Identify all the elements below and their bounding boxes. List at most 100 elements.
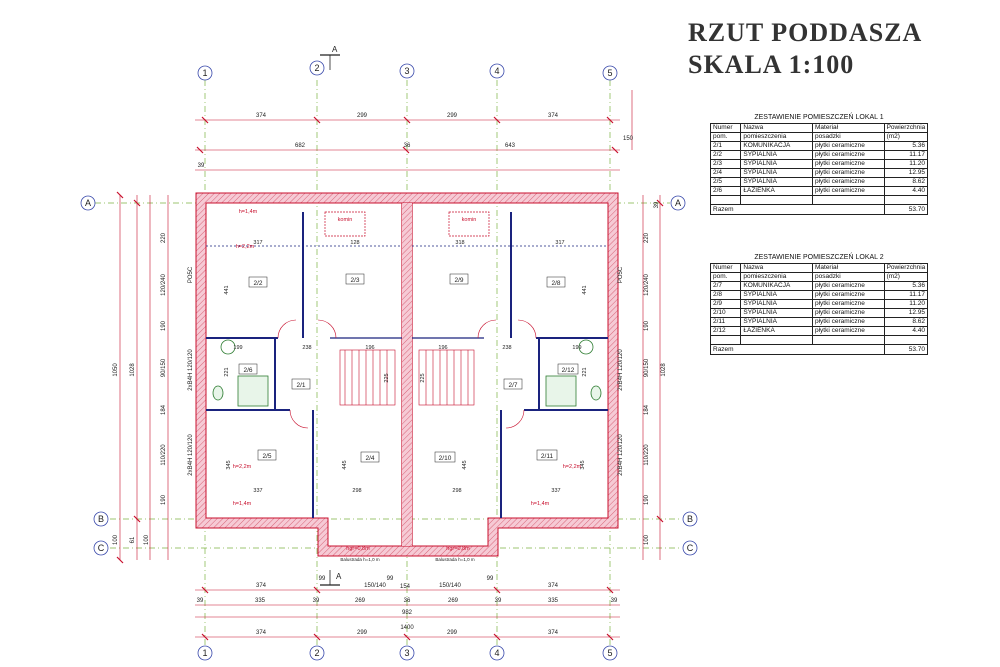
svg-text:39: 39 — [313, 598, 320, 604]
svg-text:221: 221 — [582, 367, 588, 376]
axis-row-c-left: C — [93, 540, 109, 556]
room-tag-2-3: 2/3 — [345, 273, 365, 285]
svg-text:337: 337 — [551, 488, 560, 494]
svg-text:2/10: 2/10 — [439, 455, 452, 462]
svg-text:317: 317 — [253, 240, 262, 246]
drawing-scale: SKALA 1:100 — [688, 50, 855, 79]
svg-text:2/12: 2/12 — [562, 367, 575, 374]
svg-text:Balustrada h=1,0 m: Balustrada h=1,0 m — [435, 557, 474, 562]
svg-text:2: 2 — [314, 63, 319, 73]
axis-col-5-bottom: 5 — [602, 645, 618, 661]
svg-text:190: 190 — [644, 494, 650, 505]
room-tag-2-12: 2/12 — [557, 363, 579, 375]
svg-text:100: 100 — [644, 534, 650, 545]
svg-text:682: 682 — [295, 143, 306, 149]
svg-text:269: 269 — [355, 598, 366, 604]
room-tag-2-7: 2/7 — [503, 378, 523, 390]
svg-text:150/140: 150/140 — [364, 583, 386, 589]
svg-text:99: 99 — [319, 576, 326, 582]
axis-row-b-left: B — [93, 511, 109, 527]
svg-text:199: 199 — [233, 345, 242, 351]
svg-text:komin: komin — [338, 217, 353, 223]
room-tag-2-10: 2/10 — [434, 451, 456, 463]
svg-text:128: 128 — [350, 240, 359, 246]
staircase-left — [339, 349, 396, 406]
schedule-caption: ZESTAWIENIE POMIESZCZEŃ LOKAL 1 — [754, 114, 884, 121]
svg-text:39: 39 — [495, 598, 502, 604]
svg-text:3: 3 — [404, 66, 409, 76]
table-header-row: Numer Nazwa Materiał Powierzchnia — [709, 263, 929, 273]
svg-text:PO5C: PO5C — [618, 266, 624, 283]
svg-text:110/220: 110/220 — [644, 444, 650, 466]
svg-text:2xB4H 120/120: 2xB4H 120/120 — [188, 434, 194, 476]
room-tags: 2/1 2/2 2/3 2/4 2/5 2/6 2/7 2/8 2/9 2/10… — [238, 273, 579, 463]
svg-text:4: 4 — [494, 66, 499, 76]
staircase-right — [418, 349, 475, 406]
table-row-spacer — [709, 195, 929, 205]
axis-col-4-bottom: 4 — [489, 645, 505, 661]
chimneys — [324, 211, 490, 237]
axis-col-2-top: 2 — [309, 60, 325, 76]
svg-text:299: 299 — [357, 113, 368, 119]
svg-text:1050: 1050 — [113, 363, 119, 377]
axis-col-2-bottom: 2 — [309, 645, 325, 661]
svg-text:220: 220 — [161, 232, 167, 243]
svg-text:345: 345 — [226, 460, 232, 469]
svg-text:150: 150 — [623, 136, 634, 142]
svg-text:196: 196 — [365, 345, 374, 351]
svg-text:238: 238 — [502, 345, 511, 351]
svg-text:318: 318 — [455, 240, 464, 246]
svg-text:PO5C: PO5C — [188, 266, 194, 283]
svg-text:445: 445 — [342, 460, 348, 469]
svg-text:h=1,4m: h=1,4m — [531, 501, 550, 507]
axis-col-1-bottom: 1 — [197, 645, 213, 661]
svg-text:hgr=0,8m: hgr=0,8m — [346, 546, 370, 552]
svg-text:A: A — [85, 198, 91, 208]
svg-text:h=1,4m: h=1,4m — [233, 501, 252, 507]
svg-text:2/4: 2/4 — [365, 455, 374, 462]
svg-text:238: 238 — [302, 345, 311, 351]
svg-text:190: 190 — [161, 494, 167, 505]
svg-text:C: C — [687, 543, 694, 553]
svg-text:2xB4H 120/120: 2xB4H 120/120 — [618, 349, 624, 391]
svg-text:1028: 1028 — [130, 363, 136, 377]
svg-text:A: A — [675, 198, 681, 208]
svg-text:5: 5 — [607, 68, 612, 78]
svg-text:2xB4H 120/120: 2xB4H 120/120 — [618, 434, 624, 476]
axis-row-a-right: A — [670, 195, 686, 211]
axis-col-5-top: 5 — [602, 65, 618, 81]
svg-text:2/1: 2/1 — [296, 382, 305, 389]
dimension-texts-vertical: 1050 1028 220 120/240 190 90/150 184 110… — [113, 201, 667, 545]
svg-text:190: 190 — [161, 320, 167, 331]
section-label: A — [332, 45, 338, 54]
svg-text:2/6: 2/6 — [243, 367, 252, 374]
axis-row-c-right: C — [682, 540, 698, 556]
svg-text:154: 154 — [400, 584, 411, 590]
svg-text:441: 441 — [582, 285, 588, 294]
svg-text:184: 184 — [644, 404, 650, 415]
svg-text:100: 100 — [144, 534, 150, 545]
svg-text:5: 5 — [607, 648, 612, 658]
svg-text:335: 335 — [255, 598, 266, 604]
door-swings — [277, 319, 537, 429]
svg-text:36: 36 — [404, 598, 411, 604]
plan-notes: h=1,4m h=2,2m h=2,2m h=1,4m h=2,2m h=1,4… — [233, 209, 582, 552]
interior-dimensions: 317 128 318 317 238 196 196 238 337 298 … — [224, 240, 588, 494]
svg-text:4: 4 — [494, 648, 499, 658]
axis-col-3-bottom: 3 — [399, 645, 415, 661]
svg-text:184: 184 — [161, 404, 167, 415]
svg-text:2/11: 2/11 — [541, 453, 554, 460]
room-tag-2-4: 2/4 — [360, 451, 380, 463]
svg-text:h=2,2m: h=2,2m — [563, 464, 582, 470]
svg-text:Balustrada h=1,0 m: Balustrada h=1,0 m — [340, 557, 379, 562]
grid-lines — [95, 80, 680, 650]
svg-text:345: 345 — [580, 460, 586, 469]
room-tag-2-1: 2/1 — [291, 378, 311, 390]
